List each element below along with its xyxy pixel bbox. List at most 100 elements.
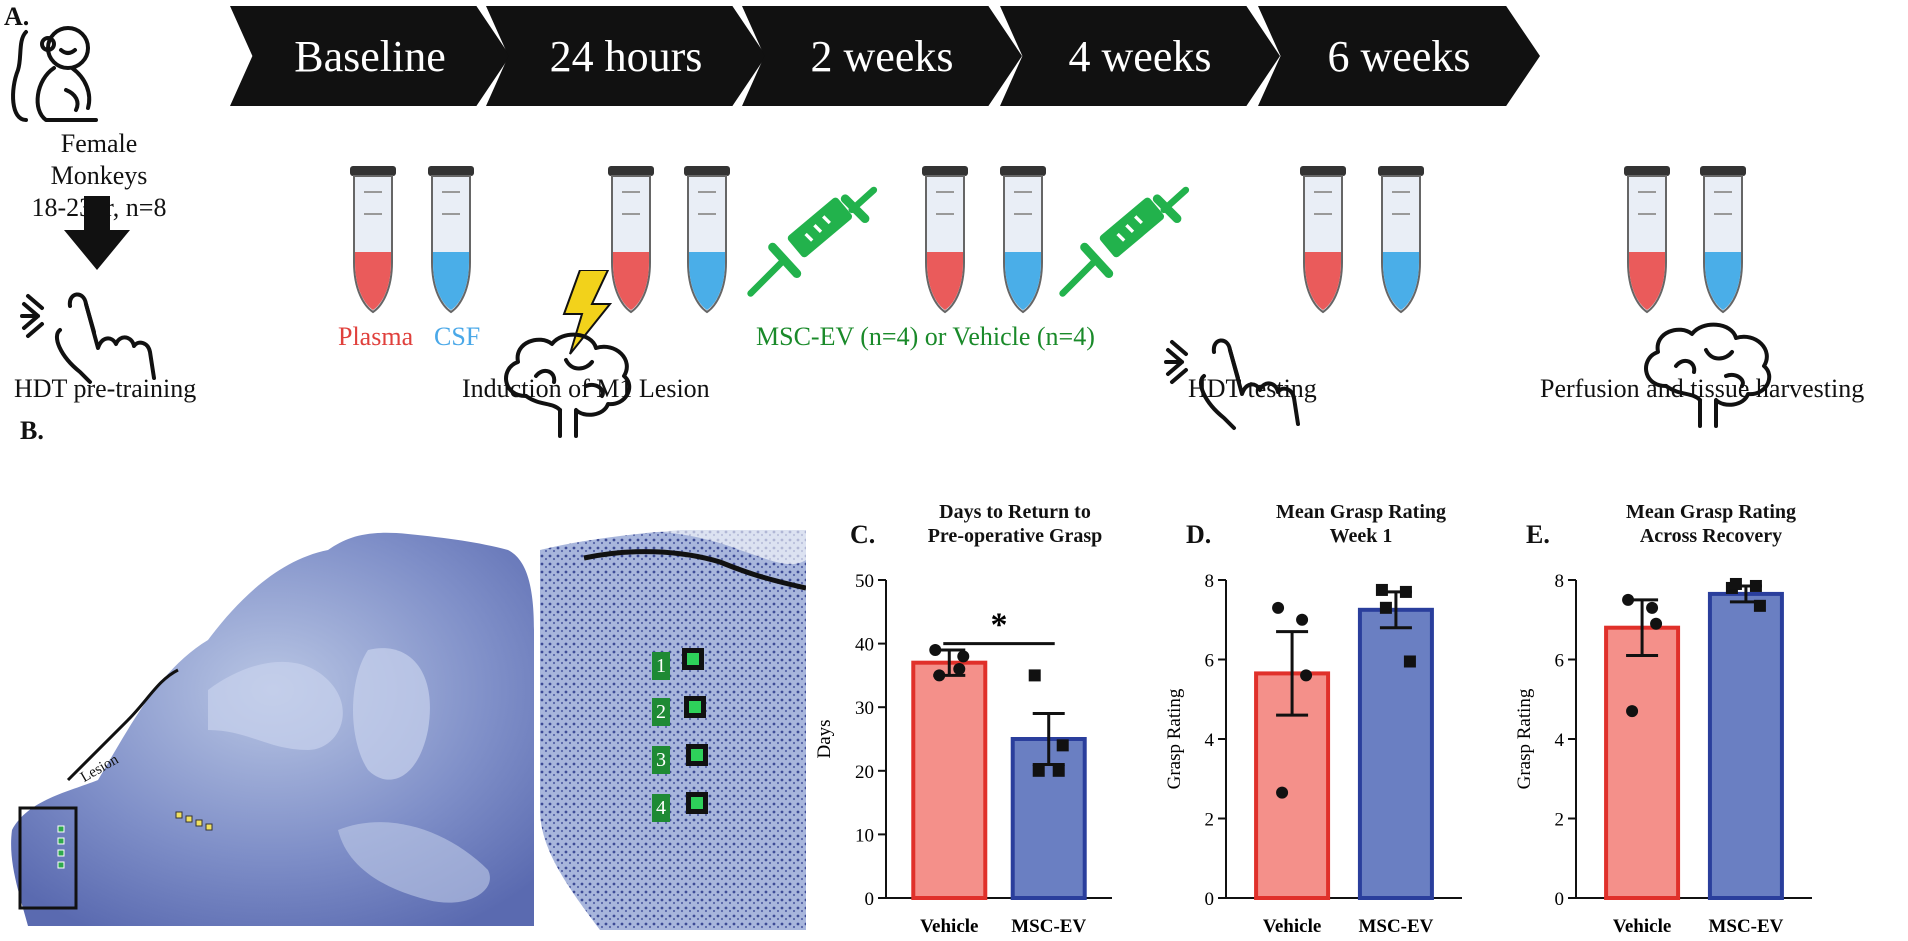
lesion-induction-label: Induction of M1 Lesion xyxy=(462,374,710,403)
roi-number-1: 1 xyxy=(652,652,670,680)
syringe-icon xyxy=(1056,170,1196,310)
timeline-6-weeks: 6 weeks xyxy=(1258,6,1540,106)
roi-number-2: 2 xyxy=(652,698,670,726)
data-point xyxy=(1650,617,1663,630)
panel-d-letter: D. xyxy=(1186,520,1212,549)
x-tick-label: Vehicle xyxy=(1263,916,1321,937)
brain-section-image xyxy=(11,532,534,926)
perfusion-label: Perfusion and tissue harvesting xyxy=(1540,374,1865,403)
y-tick-label: 10 xyxy=(855,825,874,846)
csf-tube-icon xyxy=(427,166,475,313)
y-tick-label: 30 xyxy=(855,698,874,719)
bar-vehicle xyxy=(1604,625,1681,900)
zoomed-cortex-image xyxy=(540,530,806,930)
data-point xyxy=(1028,669,1041,682)
down-arrow-icon xyxy=(64,196,130,270)
data-point xyxy=(953,663,966,676)
significance-marker: * xyxy=(991,607,1008,644)
data-point xyxy=(1276,786,1289,799)
panel-b-letter: B. xyxy=(20,416,44,445)
y-tick-label: 6 xyxy=(1555,651,1565,672)
chart-c-title: Days to Return to Pre-operative Grasp xyxy=(880,500,1150,548)
data-point xyxy=(1729,577,1742,590)
data-point xyxy=(1646,601,1659,614)
chart-d-title-line-1: Mean Grasp Rating xyxy=(1276,501,1446,523)
data-point xyxy=(1032,764,1045,777)
roi-box-1 xyxy=(682,648,704,670)
panel-e-letter: E. xyxy=(1526,520,1550,549)
timeline-4-weeks: 4 weeks xyxy=(1000,6,1280,106)
roi-box-4 xyxy=(686,792,708,814)
data-point xyxy=(1403,655,1416,668)
panel-a-letter: A. xyxy=(4,2,30,31)
x-tick-label: MSC-EV xyxy=(1358,916,1433,937)
csf-tube-icon xyxy=(999,166,1047,313)
subjects-line-1: Female Monkeys xyxy=(50,129,148,190)
data-point xyxy=(1626,705,1639,718)
y-tick-label: 4 xyxy=(1205,730,1215,751)
y-axis-label: Days xyxy=(814,719,835,758)
y-tick-label: 20 xyxy=(855,762,874,783)
hand-grasp-icon xyxy=(20,292,156,384)
data-point xyxy=(957,650,970,663)
y-axis-label: Grasp Rating xyxy=(1164,688,1185,789)
data-point xyxy=(929,643,942,656)
roi-number-4: 4 xyxy=(652,794,670,822)
monkey-icon xyxy=(11,26,98,122)
chart-e-title: Mean Grasp Rating Across Recovery xyxy=(1576,500,1846,548)
x-tick-label: MSC-EV xyxy=(1708,916,1783,937)
timeline-2-weeks: 2 weeks xyxy=(742,6,1022,106)
data-point xyxy=(1749,579,1762,592)
hdt-pretraining-label: HDT pre-training xyxy=(14,374,197,403)
chart-d-title-line-2: Week 1 xyxy=(1329,525,1393,547)
lightning-bolt-icon xyxy=(562,270,613,355)
data-point xyxy=(1272,601,1285,614)
roi-number-3: 3 xyxy=(652,746,670,774)
treatment-label: MSC-EV (n=4) or Vehicle (n=4) xyxy=(756,322,1095,351)
data-point xyxy=(1300,669,1313,682)
y-tick-label: 0 xyxy=(1555,889,1565,910)
chart-e-title-line-1: Mean Grasp Rating xyxy=(1626,501,1796,523)
chart-e-title-line-2: Across Recovery xyxy=(1639,525,1783,547)
roi-box-2 xyxy=(684,696,706,718)
chart-c-title-line-1: Days to Return to xyxy=(939,501,1091,523)
panel-c-letter: C. xyxy=(850,520,876,549)
bar-msc-ev xyxy=(1707,591,1784,900)
plasma-tube-icon xyxy=(1299,166,1347,313)
data-point xyxy=(1399,585,1412,598)
x-tick-label: MSC-EV xyxy=(1011,916,1086,937)
plasma-tube-icon xyxy=(921,166,969,313)
x-tick-label: Vehicle xyxy=(1613,916,1671,937)
data-point xyxy=(933,669,946,682)
y-tick-label: 2 xyxy=(1205,810,1215,831)
y-tick-label: 50 xyxy=(855,571,874,592)
chart-d-title: Mean Grasp Rating Week 1 xyxy=(1226,500,1496,548)
plasma-tube-icon xyxy=(349,166,397,313)
data-point xyxy=(1622,593,1635,606)
y-tick-label: 40 xyxy=(855,635,874,656)
timeline-baseline: Baseline xyxy=(230,6,510,106)
data-point xyxy=(1056,739,1069,752)
hdt-testing-label: HDT testing xyxy=(1188,374,1317,403)
y-tick-label: 8 xyxy=(1205,571,1215,592)
csf-tube-icon xyxy=(1377,166,1425,313)
plasma-label: Plasma xyxy=(338,322,414,351)
data-point xyxy=(1052,764,1065,777)
hand-grasp-icon xyxy=(1164,338,1300,430)
csf-tube-icon xyxy=(1699,166,1747,313)
csf-tube-icon xyxy=(683,166,731,313)
plasma-tube-icon xyxy=(1623,166,1671,313)
y-tick-label: 0 xyxy=(1205,889,1215,910)
timeline-24-hours: 24 hours xyxy=(486,6,766,106)
x-tick-label: Vehicle xyxy=(920,916,978,937)
roi-box-3 xyxy=(686,744,708,766)
data-point xyxy=(1379,601,1392,614)
bar-vehicle xyxy=(911,660,988,901)
bar-msc-ev xyxy=(1357,607,1434,900)
csf-label: CSF xyxy=(434,322,481,351)
data-point xyxy=(1375,583,1388,596)
y-tick-label: 8 xyxy=(1555,571,1565,592)
